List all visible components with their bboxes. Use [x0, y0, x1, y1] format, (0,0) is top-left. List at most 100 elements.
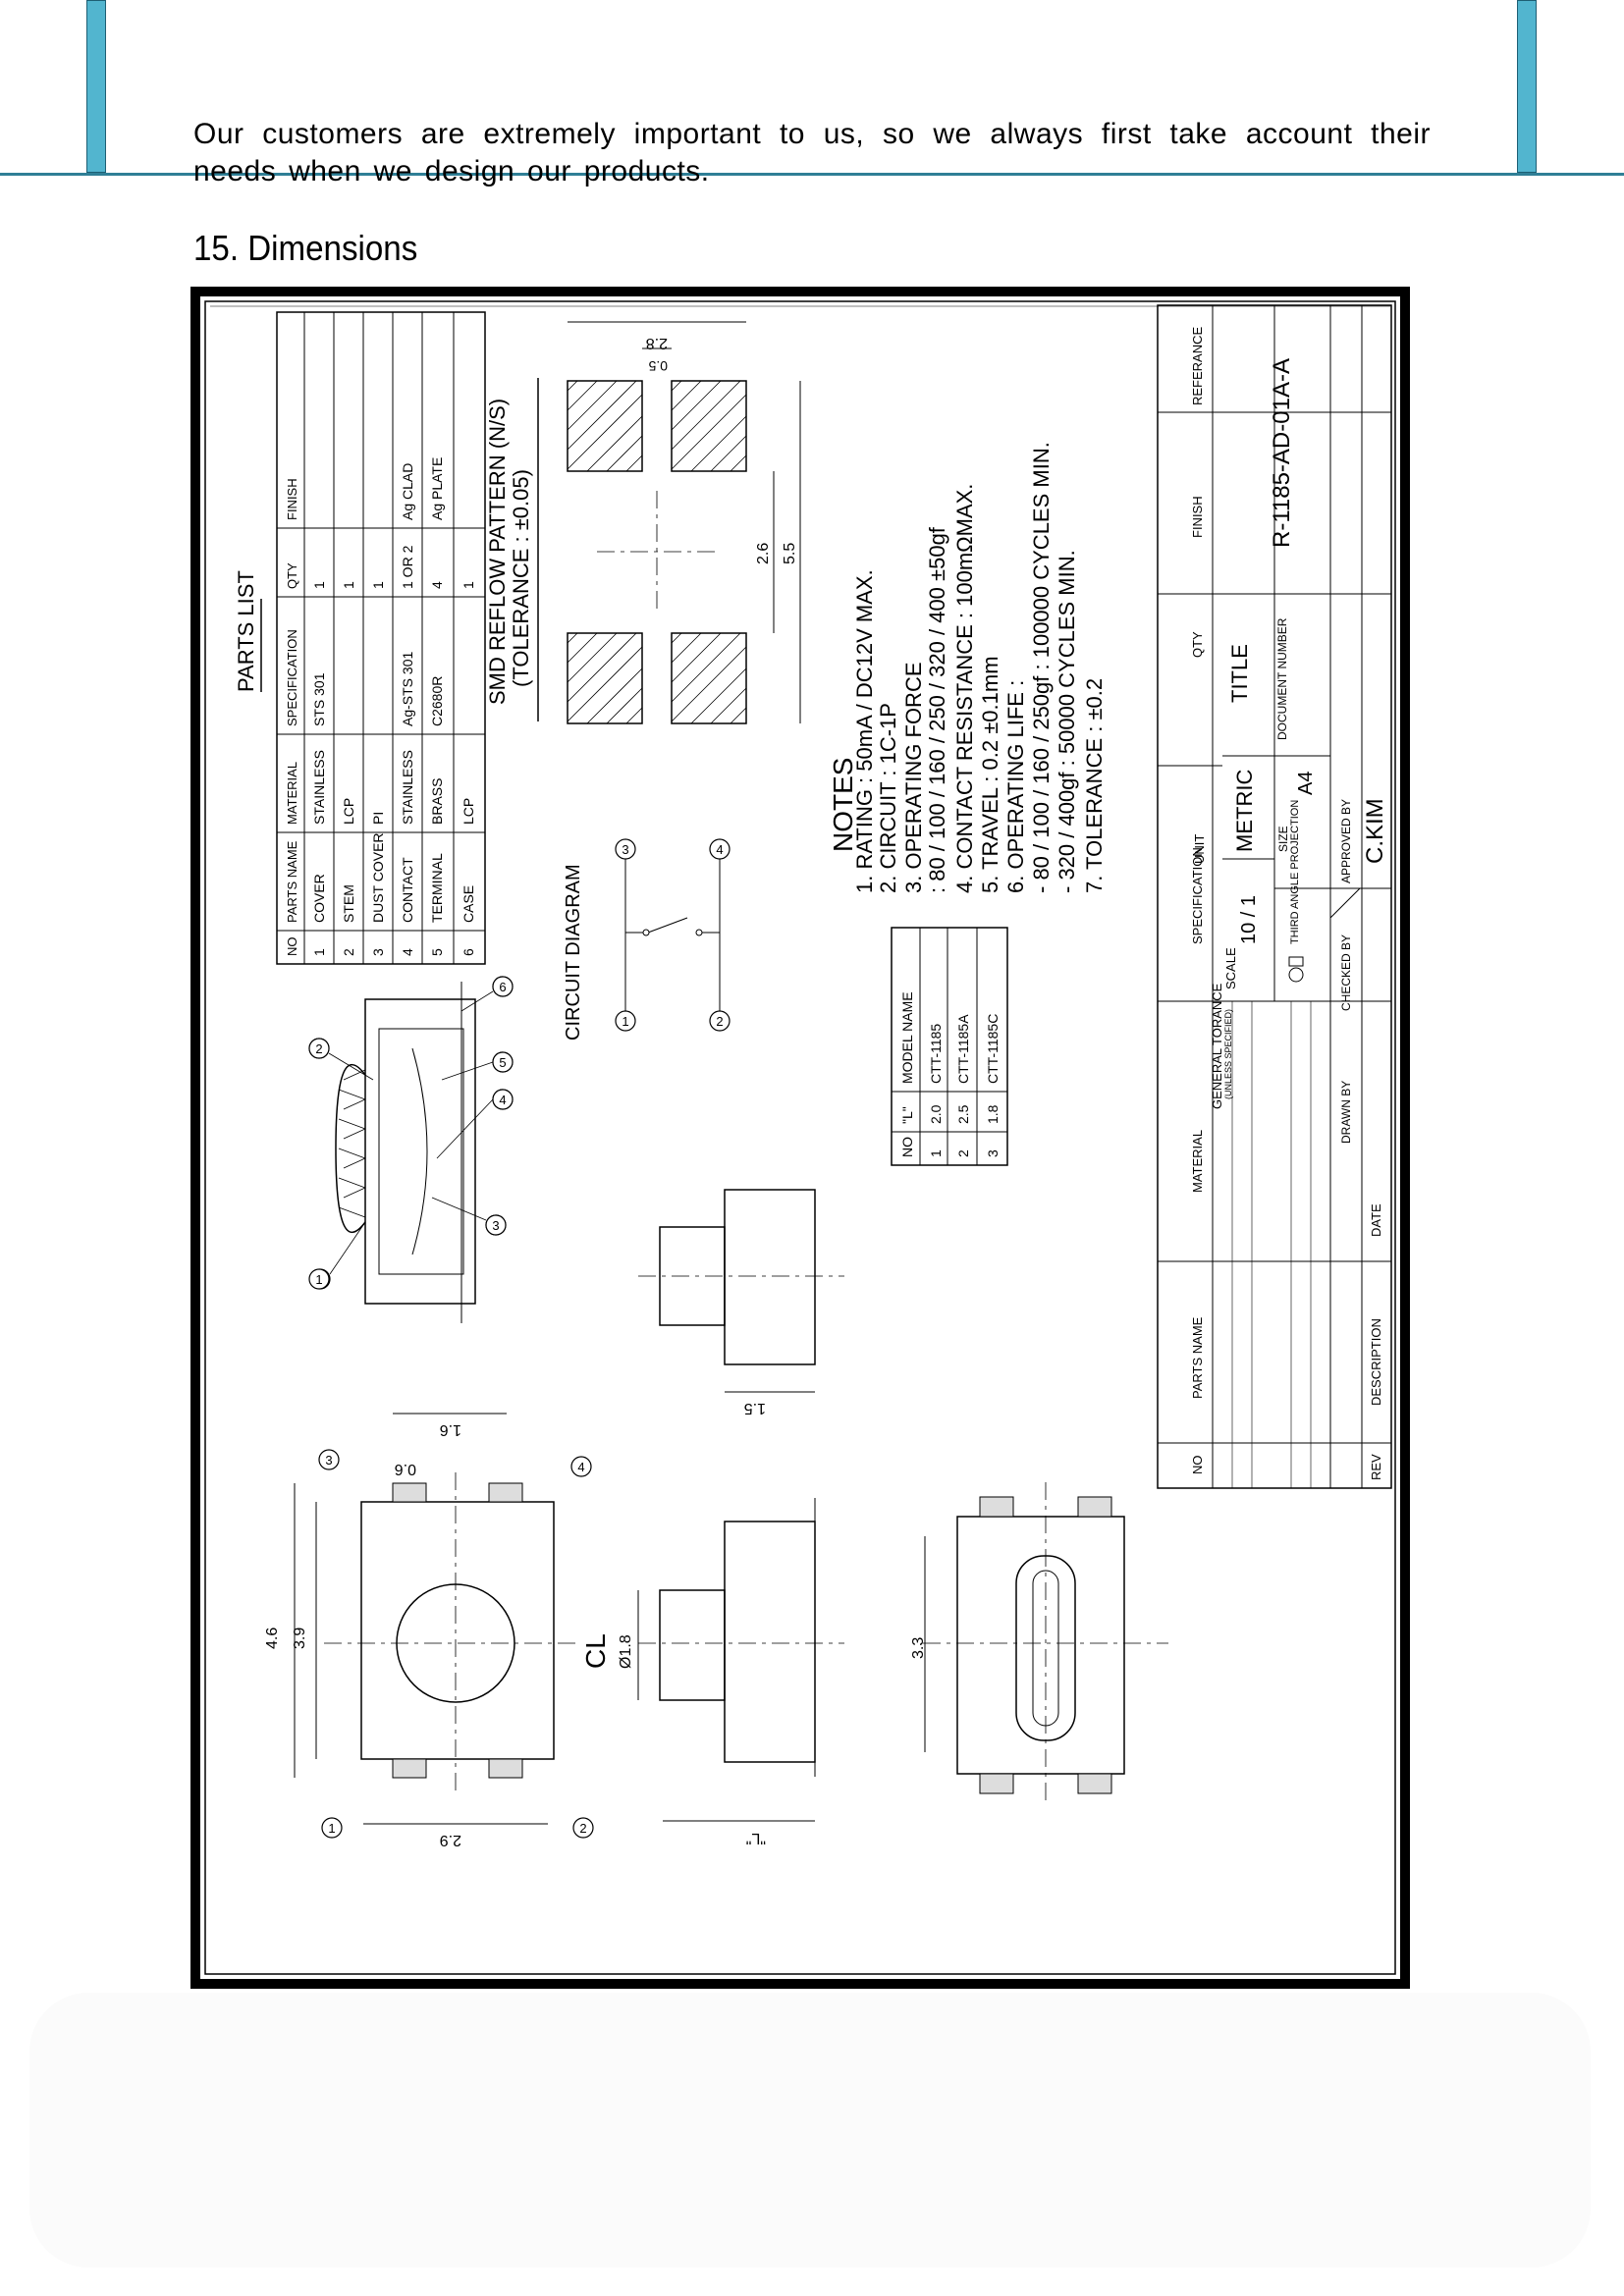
assembly-balloon-6: 6	[492, 976, 514, 997]
parts-list-cell: TERMINAL	[429, 853, 445, 923]
model-table-cell: CTT-1185	[928, 1024, 944, 1084]
model-table-cell: 2	[955, 1149, 971, 1157]
parts-list-header: QTY	[285, 562, 299, 589]
title-block-qty: QTY	[1190, 631, 1205, 658]
parts-list-cell: 2	[341, 948, 356, 956]
dim-pad-width: 0.6	[395, 1461, 416, 1477]
reflow-dim-d: 5.5	[782, 543, 798, 564]
dim-diameter: Ø1.8	[618, 1634, 634, 1669]
circuit-pin-2: 2	[709, 1010, 731, 1032]
bottom-view	[923, 1482, 1168, 1806]
parts-list-cell: STAINLESS	[400, 750, 415, 825]
svg-text:4: 4	[577, 1460, 584, 1474]
note-line: 5. TRAVEL : 0.2 ±0.1mm	[978, 656, 1002, 893]
note-line: - 320 / 400gf : 50000 CYCLES MIN.	[1055, 550, 1079, 893]
notes-block: NOTES 1. RATING : 50mA / DC12V MAX.2. CI…	[828, 442, 1107, 893]
parts-list-cell: 4	[400, 948, 415, 956]
parts-list-cell: 6	[460, 948, 476, 956]
parts-list-cell: 4	[429, 581, 445, 589]
title-block-unit-label: UNIT	[1192, 834, 1207, 864]
title-block-finish: FINISH	[1190, 496, 1205, 538]
title-block-referance: REFERANCE	[1190, 326, 1205, 405]
parts-list-cell: DUST COVER	[370, 832, 386, 923]
parts-list-cell: COVER	[311, 874, 327, 923]
dim-l-label: "L"	[746, 1830, 766, 1846]
svg-text:6: 6	[499, 980, 506, 994]
note-line: 7. TOLERANCE : ±0.2	[1082, 678, 1107, 893]
title-block-title: TITLE	[1227, 644, 1252, 703]
title-block-description-label: DESCRIPTION	[1369, 1318, 1383, 1406]
dim-side-width: 1.5	[744, 1400, 766, 1416]
svg-text:2: 2	[579, 1821, 586, 1836]
parts-list-header: MATERIAL	[285, 762, 299, 825]
parts-list-cell: 1	[311, 581, 327, 589]
parts-list-cell: Ag-STS 301	[400, 652, 415, 726]
circuit-pin-3: 3	[615, 838, 636, 860]
title-block-tolerance-sub: (UNLESS SPECIFIED)	[1223, 1009, 1233, 1099]
dim-bottom-width: 2.9	[440, 1832, 461, 1848]
title-block-approved-label: APPROVED BY	[1339, 799, 1353, 883]
circuit-pin-1: 1	[615, 1010, 636, 1032]
reflow-pattern	[537, 321, 801, 724]
assembly-balloon-5: 5	[492, 1051, 514, 1073]
svg-text:5: 5	[499, 1055, 506, 1070]
projection-symbol	[1288, 956, 1304, 983]
title-block-rev-label: REV	[1369, 1454, 1383, 1480]
circuit-pin-4: 4	[709, 838, 731, 860]
note-line: 2. CIRCUIT : 1C-1P	[876, 703, 900, 893]
assembly-balloon-1: 1	[308, 1268, 330, 1290]
centerline-label: CL	[580, 1633, 611, 1669]
parts-list-cell: STS 301	[311, 672, 327, 726]
model-table: NO"L"MODEL NAME12.0CTT-118522.5CTT-1185A…	[891, 927, 1008, 1166]
model-table-header: NO	[899, 1137, 915, 1157]
assembly-balloon-4: 4	[492, 1089, 514, 1110]
model-table-cell: 1.8	[985, 1104, 1001, 1124]
parts-list-cell: Ag PLATE	[429, 457, 445, 520]
title-block-tolerance-label: GENERAL TORANCE	[1210, 983, 1224, 1109]
dim-bottom-height: 3.3	[910, 1637, 927, 1659]
assembly-balloon-3: 3	[485, 1214, 507, 1236]
parts-list-cell: PI	[370, 812, 386, 825]
notes-title: NOTES	[828, 758, 858, 852]
reflow-dim-c: 2.6	[755, 543, 772, 564]
parts-list-cell: LCP	[341, 798, 356, 825]
parts-list-cell: STAINLESS	[311, 750, 327, 825]
title-block-drawn-label: DRAWN BY	[1339, 1081, 1353, 1144]
top-view	[294, 1413, 579, 1825]
section-heading: 15. Dimensions	[193, 228, 418, 268]
model-table-header: "L"	[899, 1106, 915, 1124]
parts-list-cell: BRASS	[429, 778, 445, 825]
parts-list-cell: 1	[311, 948, 327, 956]
model-table-header: MODEL NAME	[899, 991, 915, 1084]
model-table-cell: 2.0	[928, 1104, 944, 1124]
svg-text:1: 1	[315, 1272, 322, 1287]
intro-paragraph: Our customers are extremely important to…	[193, 118, 1431, 187]
title-block	[1157, 304, 1392, 1489]
parts-list-cell: 3	[370, 948, 386, 956]
assembly-section	[308, 976, 514, 1323]
title-block-unit-value: METRIC	[1232, 770, 1257, 852]
page-shadow	[29, 1993, 1591, 2268]
parts-list-title: PARTS LIST	[234, 570, 258, 692]
header-rule	[0, 173, 1624, 176]
svg-text:1: 1	[328, 1821, 335, 1836]
top-view-balloon-1: 1	[321, 1817, 343, 1839]
dim-inner-height: 3.9	[292, 1628, 308, 1649]
note-line: : 80 / 100 / 160 / 250 / 320 / 400 ±50gf	[925, 526, 949, 893]
header-tab-left	[86, 0, 106, 173]
title-block-projection: THIRD ANGLE PROJECTION	[1289, 800, 1301, 944]
svg-text:2: 2	[315, 1041, 322, 1056]
svg-text:4: 4	[716, 842, 723, 857]
note-line: 1. RATING : 50mA / DC12V MAX.	[852, 569, 877, 893]
top-view-balloon-3: 3	[318, 1449, 340, 1470]
title-block-checked-label: CHECKED BY	[1339, 934, 1353, 1011]
title-block-material-label: MATERIAL	[1190, 1130, 1205, 1193]
title-block-scale-value: 10 / 1	[1238, 895, 1260, 944]
svg-text:4: 4	[499, 1093, 506, 1107]
reflow-tolerance: (TOLERANCE : ±0.05)	[509, 469, 533, 687]
reflow-title: SMD REFLOW PATTERN (N/S)	[485, 399, 510, 705]
parts-list-cell: 5	[429, 948, 445, 956]
top-view-balloon-2: 2	[572, 1817, 594, 1839]
